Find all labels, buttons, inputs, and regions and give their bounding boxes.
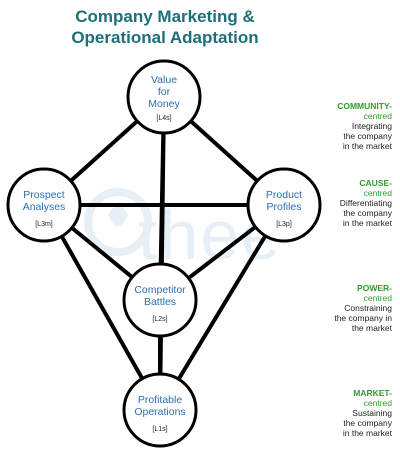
side-power-desc-1: Constraining — [344, 303, 392, 313]
node-competitor-circle — [122, 262, 198, 338]
title-line-2: Operational Adaptation — [71, 28, 259, 47]
side-market-desc-2: the company — [343, 418, 392, 428]
side-market-head: MARKET- — [353, 388, 392, 398]
node-product-line-2: Profiles — [266, 201, 302, 213]
node-prospect-line-1: Prospect — [23, 189, 65, 201]
node-profitable-line-2: Operations — [134, 406, 186, 418]
side-community-desc-2: the company — [343, 131, 392, 141]
node-product-line-1: Product — [265, 189, 303, 201]
side-power: POWER- centred Constraining the company … — [302, 283, 392, 333]
title-line-1: Company Marketing & — [75, 7, 255, 26]
node-prospect: Prospect Analyses [L3m] — [8, 189, 80, 231]
side-market: MARKET- centred Sustaining the company i… — [302, 388, 392, 438]
node-product: Product Profiles [L3p] — [248, 189, 320, 231]
node-value-circle — [126, 59, 202, 135]
node-prospect-circle — [6, 167, 82, 243]
side-market-desc-1: Sustaining — [352, 408, 392, 418]
side-power-desc-3: the market — [351, 323, 392, 333]
side-cause: CAUSE- centred Differentiating the compa… — [302, 178, 392, 228]
side-community-desc-3: in the market — [342, 141, 392, 151]
side-market-sub: centred — [363, 398, 392, 408]
node-value-code: [L4s] — [156, 115, 172, 122]
node-value-line-2: for — [157, 86, 171, 98]
side-power-desc-2: the company in — [334, 313, 392, 323]
side-community-desc-1: Integrating — [351, 121, 392, 131]
side-cause-desc-3: in the market — [342, 218, 392, 228]
node-profitable-line-1: Profitable — [137, 394, 183, 406]
node-product-circle — [246, 167, 322, 243]
side-power-sub: centred — [363, 293, 392, 303]
node-value: Value for Money [L4s] — [128, 74, 200, 125]
node-competitor: Competitor Battles [L2s] — [124, 284, 196, 326]
side-cause-desc-2: the company — [343, 208, 392, 218]
node-prospect-line-2: Analyses — [22, 201, 66, 213]
side-community: COMMUNITY- centred Integrating the compa… — [302, 101, 392, 151]
node-prospect-code: [L3m] — [35, 221, 53, 228]
side-cause-desc-1: Differentiating — [339, 198, 392, 208]
side-community-sub: centred — [363, 111, 392, 121]
node-product-code: [L3p] — [276, 221, 292, 228]
node-profitable-code: [L1s] — [152, 426, 168, 433]
node-competitor-line-1: Competitor — [134, 284, 186, 296]
side-power-head: POWER- — [357, 283, 392, 293]
page-title: Company Marketing & Operational Adaptati… — [0, 6, 330, 48]
side-community-head: COMMUNITY- — [337, 101, 392, 111]
side-market-desc-3: in the market — [342, 428, 392, 438]
node-profitable-circle — [122, 372, 198, 448]
node-profitable: Profitable Operations [L1s] — [124, 394, 196, 436]
node-value-line-3: Money — [148, 98, 180, 110]
node-competitor-code: [L2s] — [152, 316, 168, 323]
side-cause-head: CAUSE- — [359, 178, 392, 188]
edge-prospect-profitable — [42, 203, 162, 412]
node-value-line-1: Value — [150, 74, 178, 86]
edge-product-profitable — [158, 203, 286, 412]
node-competitor-line-2: Battles — [143, 296, 177, 308]
side-cause-sub: centred — [363, 188, 392, 198]
